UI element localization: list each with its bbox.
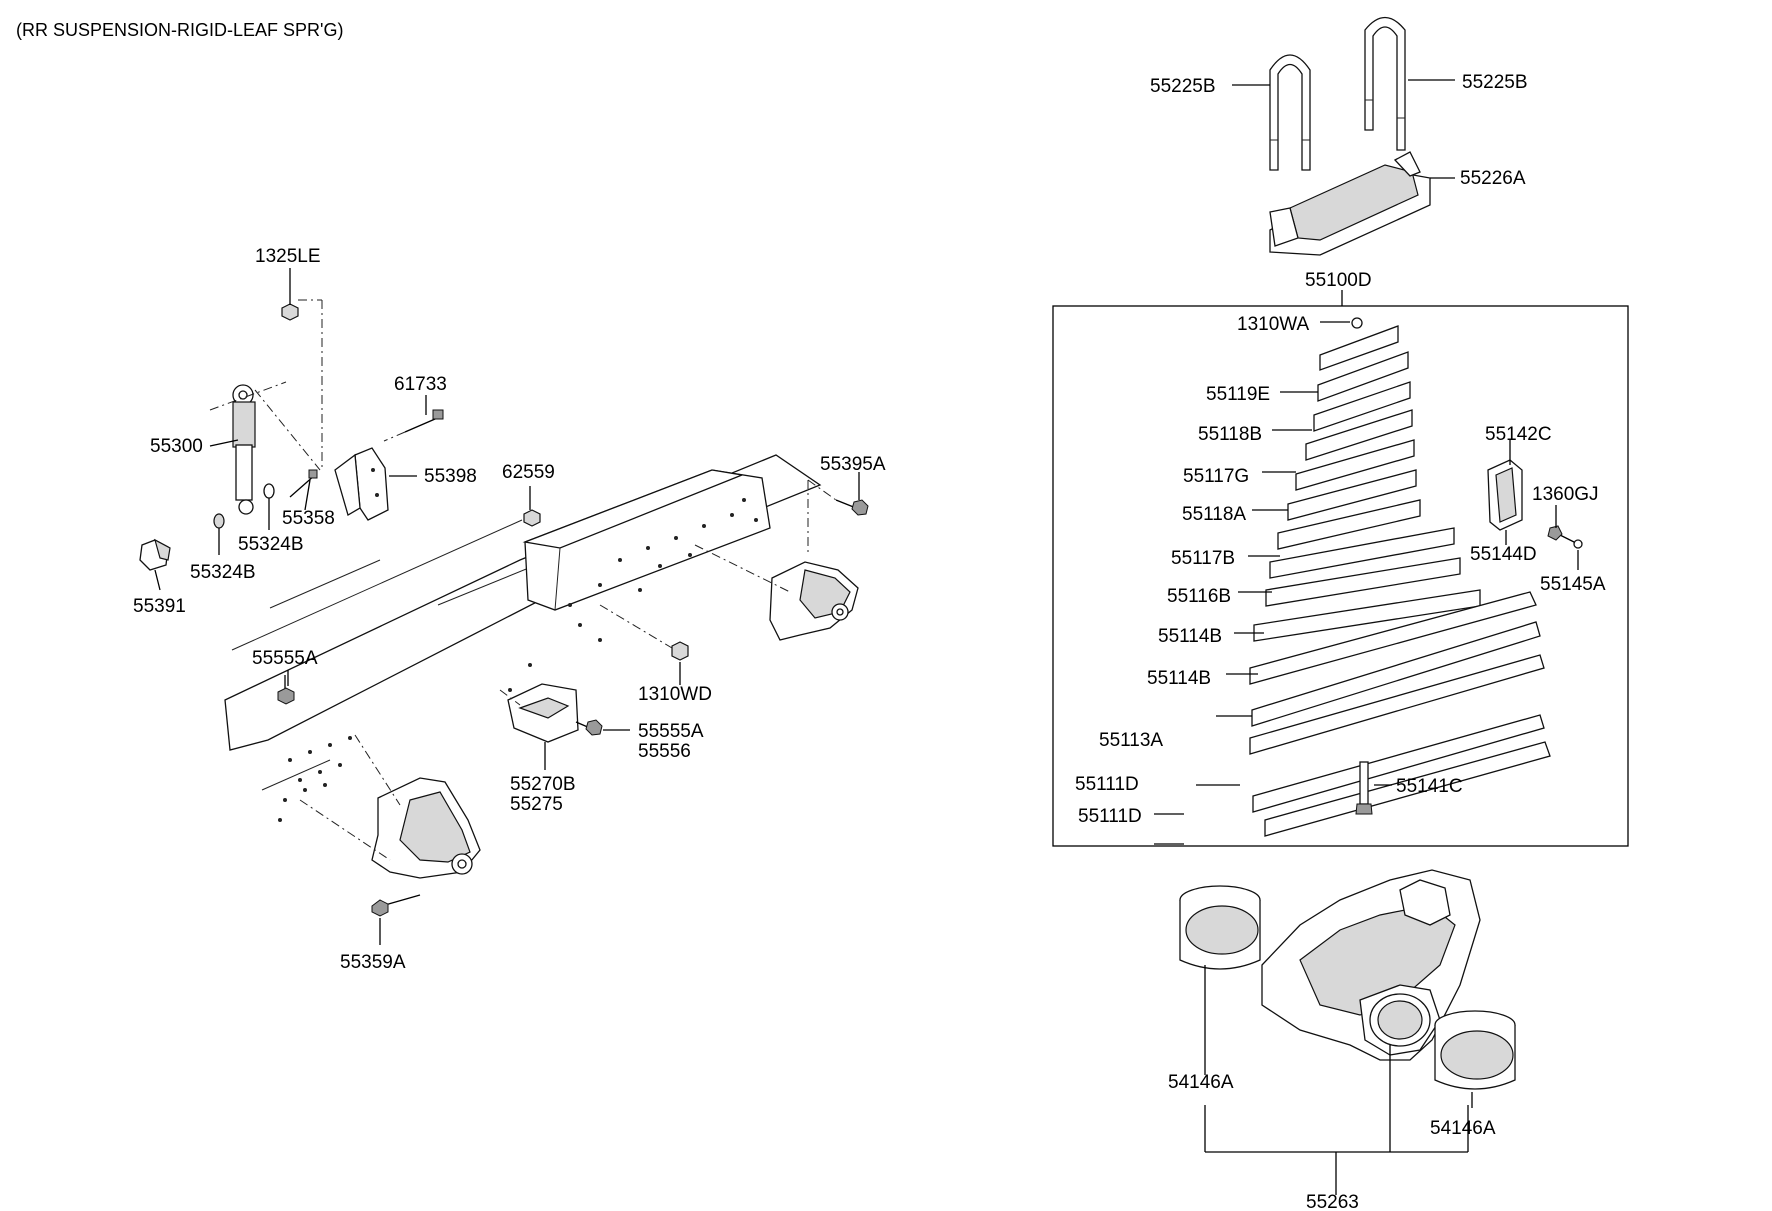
nut-1310WD [599,604,689,661]
label-55142C: 55142C [1485,424,1552,445]
label-55225B-right: 55225B [1462,72,1528,93]
label-55324B-a: 55324B [238,534,304,555]
nut-62559 [523,509,541,527]
label-55144D: 55144D [1470,544,1537,565]
label-55113A: 55113A [1099,730,1163,751]
label-62559: 62559 [502,462,555,483]
stopper-bracket [499,683,603,743]
label-55111D-a: 55111D [1075,774,1139,795]
spring-pad-plate [1269,151,1431,256]
label-1310WA: 1310WA [1237,314,1309,335]
label-54146A-right: 54146A [1430,1118,1496,1139]
leader-lines-bottom [1204,965,1473,1195]
label-1325LE: 1325LE [255,246,321,267]
leader-lines-leaf [1154,321,1579,845]
bolt-55395A [807,479,869,555]
leaf-spring-assembly-box [1052,305,1629,847]
label-55391: 55391 [133,596,186,617]
label-55119E: 55119E [1206,384,1270,405]
trunnion-bracket [1261,869,1481,1061]
spring-hanger-right [694,544,859,641]
diagram-title: (RR SUSPENSION-RIGID-LEAF SPR'G) [16,20,343,40]
label-55263: 55263 [1306,1192,1359,1211]
label-55117G: 55117G [1183,466,1249,487]
bolt-61733 [383,409,444,442]
label-55226A: 55226A [1460,168,1526,189]
label-55324B-b: 55324B [190,562,256,583]
label-54146A-left: 54146A [1168,1072,1234,1093]
center-nut-1310WA [1351,317,1363,329]
center-bolt-55141C [1355,761,1373,815]
label-55555A-b: 55555A [638,721,704,742]
bracket-55398 [334,447,389,521]
label-55111D-b: 55111D [1078,806,1142,827]
bracket-55391 [139,538,171,571]
label-55145A: 55145A [1540,574,1606,595]
bolt-55555A-left [277,675,295,705]
label-55556: 55556 [638,741,691,762]
label-55300: 55300 [150,436,203,457]
frame-rail [522,469,771,642]
label-55395A: 55395A [820,454,886,475]
label-55225B-left: 55225B [1150,76,1216,97]
label-55114B-b: 55114B [1147,668,1211,689]
leader-lines-top [1232,79,1455,306]
bolt-55358 [213,469,318,529]
label-55117B: 55117B [1171,548,1235,569]
label-55270B: 55270B [510,774,576,795]
label-55118B: 55118B [1198,424,1262,445]
label-55141C: 55141C [1396,776,1463,797]
label-55118A: 55118A [1182,504,1246,525]
label-55398: 55398 [424,466,477,487]
u-bolt-right [1364,16,1406,151]
leaf-spring-leaves [1249,325,1551,837]
spring-hanger-lower [299,734,481,879]
label-55359A: 55359A [340,952,406,973]
label-1310WD: 1310WD [638,684,712,705]
u-bolt-left [1269,54,1311,171]
mounting-holes [278,663,532,822]
bolt-55359A [371,894,421,917]
label-55116B: 55116B [1167,586,1231,607]
label-55358: 55358 [282,508,335,529]
bushing-right [1434,1010,1516,1090]
label-55100D: 55100D [1305,270,1372,291]
bushing-left [1179,885,1261,970]
label-55114B-a: 55114B [1158,626,1222,647]
label-55555A-a: 55555A [252,648,318,669]
shock-absorber [209,381,321,515]
nut-1325le [281,299,323,470]
label-55275: 55275 [510,794,563,815]
label-1360GJ: 1360GJ [1532,484,1599,505]
leader-lines-left [154,268,860,945]
label-61733: 61733 [394,374,447,395]
